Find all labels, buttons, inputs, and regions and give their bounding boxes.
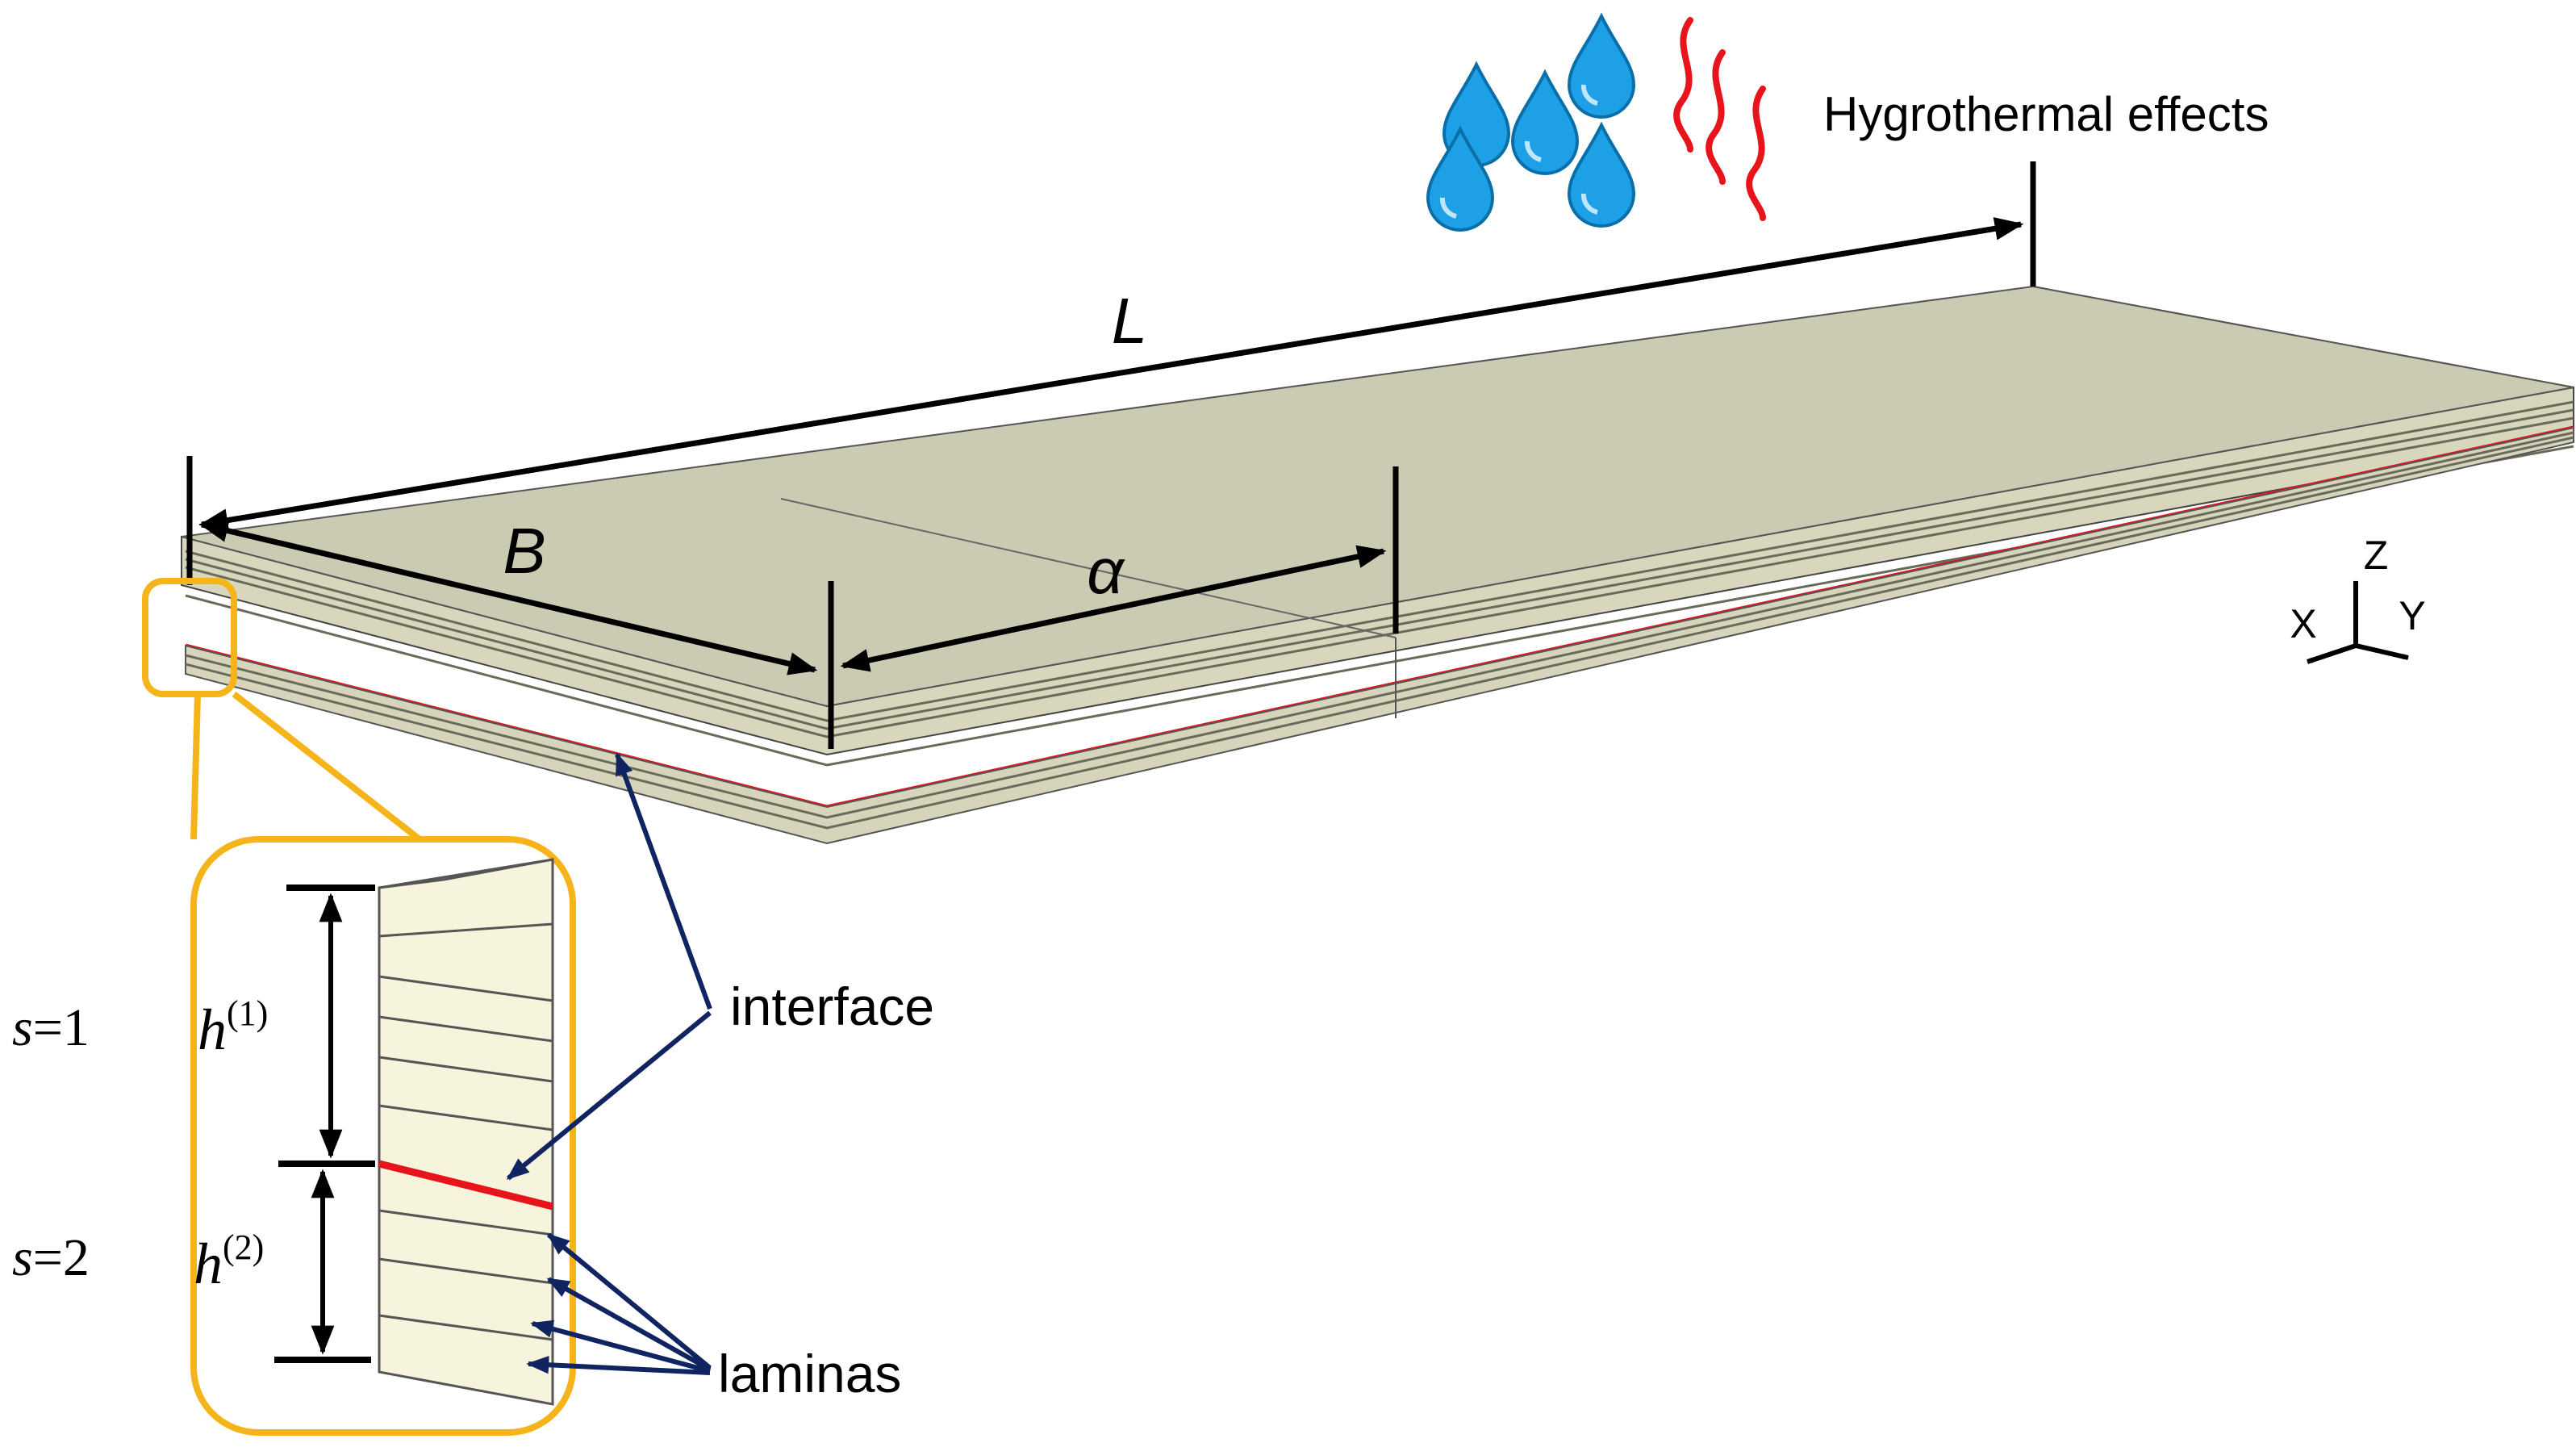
s1-label: s=1 bbox=[12, 998, 90, 1057]
plate-lower-layers bbox=[185, 426, 2574, 845]
callout-source-box bbox=[142, 578, 237, 697]
axis-z-label: Z bbox=[2364, 533, 2389, 578]
hygrothermal-label: Hygrothermal effects bbox=[1823, 87, 2269, 141]
s2-label: s=2 bbox=[12, 1228, 90, 1287]
lamina-leaders bbox=[526, 1232, 712, 1375]
inset-lamina-lines bbox=[378, 975, 553, 1341]
water-droplets bbox=[1426, 12, 1636, 232]
axis-y-label: Y bbox=[2399, 593, 2425, 638]
alpha-label: α bbox=[1087, 535, 1125, 607]
heat-wave-icon bbox=[1673, 17, 1766, 221]
crack-length-arrow bbox=[840, 545, 1387, 672]
length-arrow bbox=[198, 217, 2024, 532]
width-arrow bbox=[198, 519, 818, 675]
inset-interface-line bbox=[378, 1160, 554, 1211]
interface-leaders bbox=[506, 752, 712, 1181]
water-droplet-icon bbox=[1567, 12, 1636, 119]
inset-laminate bbox=[378, 858, 554, 1406]
water-droplet-icon bbox=[1567, 121, 1636, 228]
axis-triad-icon bbox=[2307, 580, 2409, 664]
callout-connector bbox=[190, 691, 422, 843]
water-droplet-icon bbox=[1426, 125, 1495, 232]
length-label: L bbox=[1112, 285, 1148, 357]
interface-label: interface bbox=[730, 977, 934, 1036]
dimension-arrows bbox=[198, 217, 2024, 675]
water-droplet-icon bbox=[1510, 69, 1580, 175]
h2-label: h(2) bbox=[194, 1227, 264, 1296]
dimension-markers bbox=[186, 161, 2036, 749]
laminas-label: laminas bbox=[718, 1344, 901, 1403]
axis-x-label: X bbox=[2290, 601, 2316, 646]
h1-label: h(1) bbox=[198, 993, 268, 1062]
width-label: B bbox=[503, 515, 545, 587]
zoom-callout: h(1) h(2) bbox=[142, 578, 576, 1436]
